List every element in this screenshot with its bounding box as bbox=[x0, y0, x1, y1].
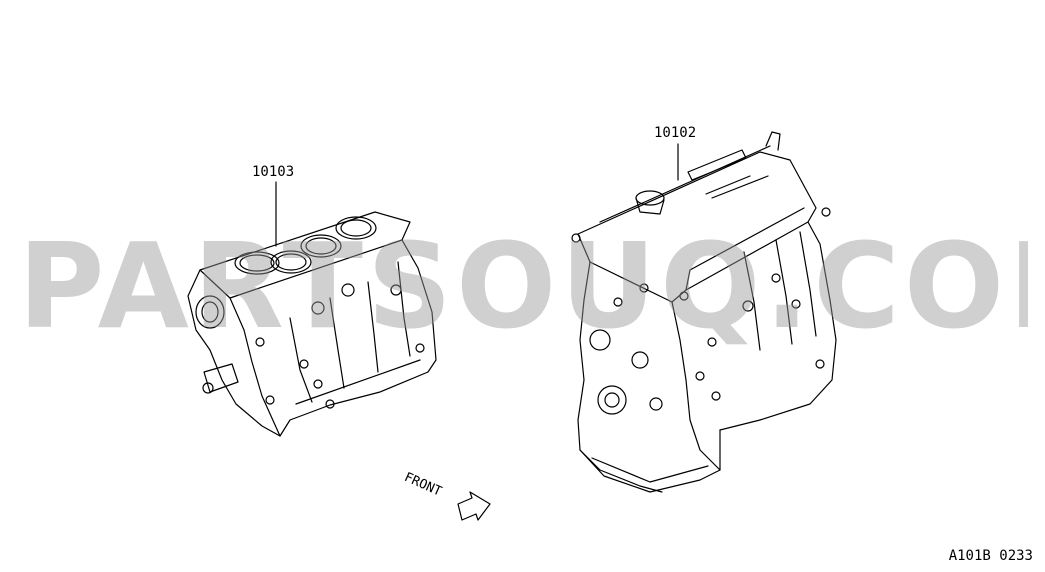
diagram-code: A101B 0233 bbox=[948, 548, 1033, 564]
short-block-drawing bbox=[187, 211, 437, 437]
part-number-10102[interactable]: 10102 bbox=[654, 125, 697, 141]
part-number-10103[interactable]: 10103 bbox=[252, 164, 295, 180]
complete-engine-drawing bbox=[571, 131, 837, 493]
front-arrow-icon bbox=[457, 491, 491, 521]
